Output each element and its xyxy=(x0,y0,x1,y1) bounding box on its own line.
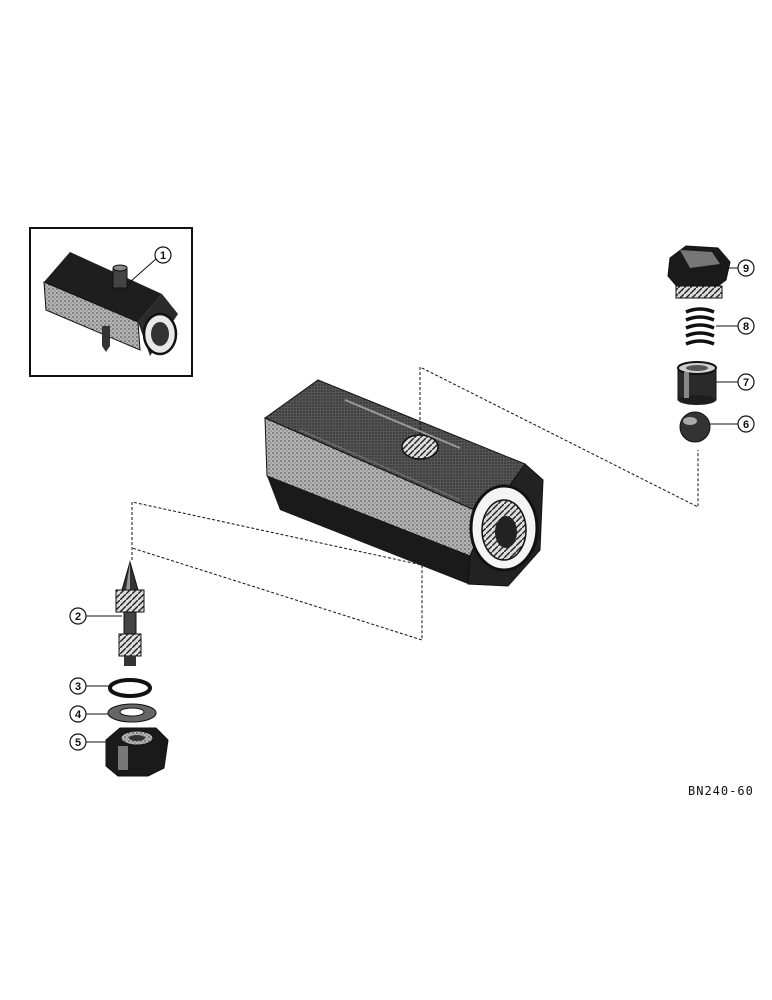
svg-text:7: 7 xyxy=(743,377,749,389)
callout-7: 7 xyxy=(737,373,755,391)
svg-text:4: 4 xyxy=(75,709,82,721)
assembly-lines xyxy=(131,366,699,641)
svg-text:3: 3 xyxy=(75,681,81,693)
inset-assembly-view xyxy=(29,227,193,377)
callout-5: 5 xyxy=(69,733,87,751)
part-hex-nut xyxy=(105,727,169,777)
leader-lines xyxy=(85,267,738,743)
part-washer xyxy=(107,703,157,723)
svg-text:1: 1 xyxy=(160,250,166,262)
callout-3: 3 xyxy=(69,677,87,695)
callout-6: 6 xyxy=(737,415,755,433)
part-sleeve xyxy=(677,361,717,405)
figure-code: BN240-60 xyxy=(688,784,754,798)
callout-2: 2 xyxy=(69,607,87,625)
part-plug xyxy=(667,245,731,299)
svg-text:8: 8 xyxy=(743,321,749,333)
svg-text:9: 9 xyxy=(743,263,749,275)
svg-text:6: 6 xyxy=(743,419,749,431)
callout-4: 4 xyxy=(69,705,87,723)
callout-8: 8 xyxy=(737,317,755,335)
part-spring xyxy=(685,307,715,346)
svg-text:5: 5 xyxy=(75,737,81,749)
part-needle-valve xyxy=(115,560,145,666)
part-o-ring xyxy=(108,678,152,698)
callout-1: 1 xyxy=(154,246,172,264)
svg-text:2: 2 xyxy=(75,611,81,623)
valve-body xyxy=(263,379,544,587)
callout-9: 9 xyxy=(737,259,755,277)
part-ball xyxy=(679,411,711,443)
